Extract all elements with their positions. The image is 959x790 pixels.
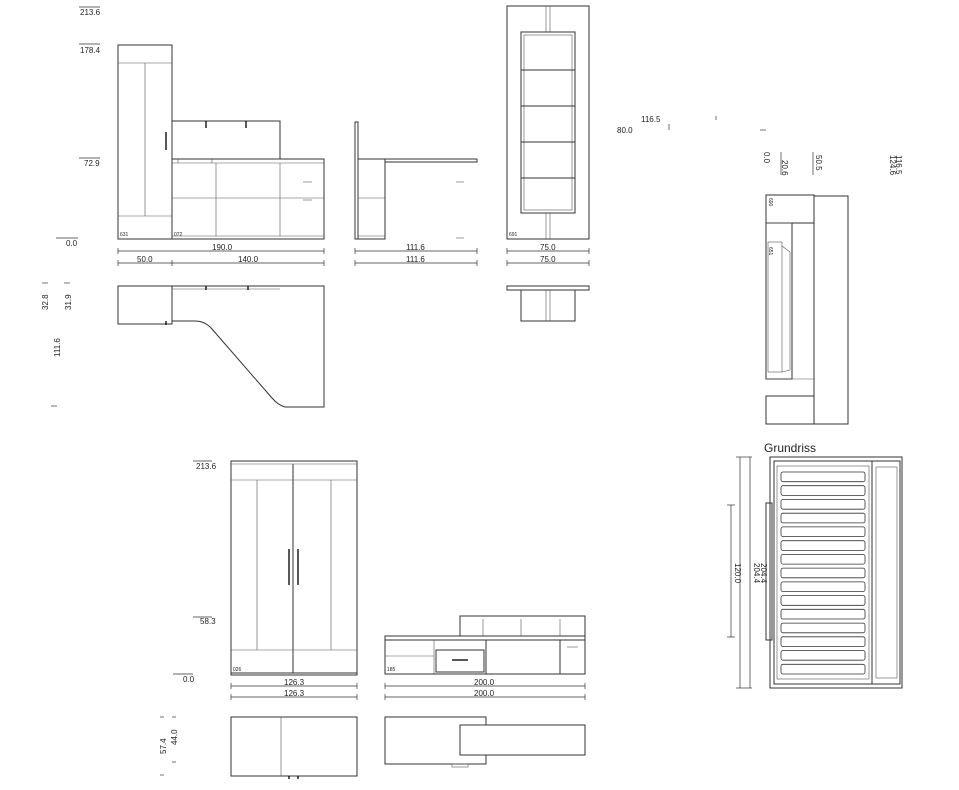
code-691: 691 bbox=[509, 232, 518, 238]
vdim-label-32-8: 32.8 bbox=[41, 294, 50, 310]
bed-side-panel bbox=[813, 195, 849, 425]
level-label-0-0: 0.0 bbox=[66, 239, 78, 248]
plan-view-desk: 32.8 31.9 111.6 bbox=[41, 282, 325, 408]
level-label-213-6b: 213.6 bbox=[196, 462, 217, 471]
bed-slat bbox=[780, 650, 866, 661]
bed-mattress-curve bbox=[781, 245, 791, 373]
double-wardrobe-plan: 57.4 44.0 bbox=[159, 716, 358, 779]
dim-label-140: 140.0 bbox=[238, 255, 259, 264]
dim-label-111-6b: 111.6 bbox=[406, 255, 425, 264]
vdim-label-57-4: 57.4 bbox=[159, 738, 168, 754]
vdim-label-31-9: 31.9 bbox=[64, 294, 73, 310]
plan-view-tall-shelf bbox=[506, 285, 590, 322]
floating-levels: 116.5 80.0 bbox=[617, 115, 717, 135]
level-label-58-3: 58.3 bbox=[200, 617, 216, 626]
combo-plan-handle bbox=[451, 763, 469, 768]
code-185: 185 bbox=[387, 667, 396, 673]
code-631: 631 bbox=[120, 232, 129, 238]
combo-desk-top bbox=[384, 635, 586, 641]
side-desk-top bbox=[384, 158, 478, 163]
plan-desk-outline bbox=[172, 285, 325, 408]
dim-label-200a: 200.0 bbox=[474, 678, 495, 687]
dim-label-190: 190.0 bbox=[212, 243, 233, 252]
desk-combo-elevation: 185 200.0 200.0 bbox=[384, 615, 586, 700]
code-690: 690 bbox=[767, 198, 773, 207]
level-label-213-6: 213.6 bbox=[80, 8, 101, 17]
side-shelf-body bbox=[357, 158, 386, 240]
tall-shelf-outer bbox=[506, 5, 590, 240]
bed-side-shelf-inner bbox=[875, 466, 898, 679]
bed-slat-frame bbox=[773, 460, 873, 685]
dim-label-126b: 126.3 bbox=[284, 689, 305, 698]
bed-bottom-foot bbox=[765, 395, 815, 425]
bed-slat bbox=[780, 581, 866, 593]
bed-slat bbox=[780, 567, 866, 579]
combo-drawer bbox=[435, 649, 485, 673]
level-label-178-4: 178.4 bbox=[80, 46, 101, 55]
code-651: 651 bbox=[767, 247, 773, 256]
grundriss-title: Grundriss bbox=[764, 441, 816, 455]
level-label-72-9: 72.9 bbox=[84, 159, 100, 168]
side-view-desk: 111.6 111.6 bbox=[354, 121, 478, 266]
dim-label-75a: 75.0 bbox=[540, 243, 556, 252]
vdim-label-0-0: 0.0 bbox=[762, 152, 771, 164]
plan-wardrobe bbox=[117, 285, 173, 325]
elevation-wardrobe-desk: 213.6 178.4 72.9 0.0 631 072 190 bbox=[56, 6, 325, 266]
bed-left-rail bbox=[765, 502, 773, 641]
tall-shelf-elevation: 691 75.0 75.0 bbox=[506, 5, 590, 266]
bed-mattress bbox=[767, 241, 783, 373]
double-wardrobe-body bbox=[230, 460, 358, 676]
combo-plan-desk bbox=[459, 724, 586, 756]
vdim-label-204b: 204.4 bbox=[759, 563, 768, 584]
code-026: 026 bbox=[233, 667, 242, 673]
dim-label-75b: 75.0 bbox=[540, 255, 556, 264]
bed-side-elevation: 0.0 20.6 50.5 124.6 116.5 690 651 bbox=[760, 129, 903, 425]
bed-slat bbox=[780, 471, 866, 483]
vdim-label-116-5: 116.5 bbox=[894, 155, 903, 175]
vdim-label-204a: 204.4 bbox=[752, 563, 761, 584]
dim-label-111-6a: 111.6 bbox=[406, 243, 425, 252]
dw-plan-body bbox=[230, 716, 358, 777]
bed-slat bbox=[780, 608, 866, 620]
plan-shelf-top bbox=[506, 285, 590, 291]
dim-label-50: 50.0 bbox=[137, 255, 153, 264]
plan-shelf-body bbox=[520, 289, 576, 322]
bed-slat bbox=[780, 622, 866, 634]
vdim-label-20-6: 20.6 bbox=[780, 160, 789, 176]
level-label-0-0b: 0.0 bbox=[183, 675, 195, 684]
bed-slat-area bbox=[776, 465, 870, 680]
upper-cabinet bbox=[171, 120, 281, 160]
bed-outer-frame bbox=[769, 456, 903, 689]
grundriss-bed-plan: Grundriss 204.4 204.4 120.0 bbox=[727, 441, 903, 689]
code-072: 072 bbox=[174, 232, 183, 238]
desk-combo-plan bbox=[384, 716, 586, 768]
bed-slat bbox=[780, 499, 866, 510]
level-label-116-5: 116.5 bbox=[641, 115, 661, 124]
combo-upper-shelf bbox=[459, 615, 586, 637]
double-wardrobe-elevation: 213.6 58.3 0.0 026 126.3 126.3 bbox=[173, 460, 358, 700]
bed-slat bbox=[780, 636, 866, 647]
vdim-label-50-5: 50.5 bbox=[814, 155, 823, 171]
bed-slat bbox=[780, 595, 866, 606]
bed-slat bbox=[780, 663, 866, 675]
lower-shelf-unit bbox=[171, 158, 325, 240]
dim-label-200b: 200.0 bbox=[474, 689, 495, 698]
bed-slat bbox=[780, 554, 866, 565]
tall-shelf-inner bbox=[520, 31, 576, 214]
bed-slat bbox=[780, 485, 866, 496]
level-label-80-0: 80.0 bbox=[617, 126, 633, 135]
vdim-label-111-6: 111.6 bbox=[53, 338, 62, 357]
bed-slat bbox=[780, 526, 866, 538]
tall-shelf-inner2 bbox=[523, 34, 573, 211]
bed-slat bbox=[780, 540, 866, 551]
vdim-label-124-6: 124.6 bbox=[888, 155, 897, 176]
bed-slats bbox=[780, 471, 866, 675]
combo-right-cabinet bbox=[559, 639, 586, 675]
dim-label-126a: 126.3 bbox=[284, 678, 305, 687]
bed-slat bbox=[780, 512, 866, 524]
vdim-label-44-0: 44.0 bbox=[170, 729, 179, 745]
vdim-label-120: 120.0 bbox=[733, 563, 742, 584]
